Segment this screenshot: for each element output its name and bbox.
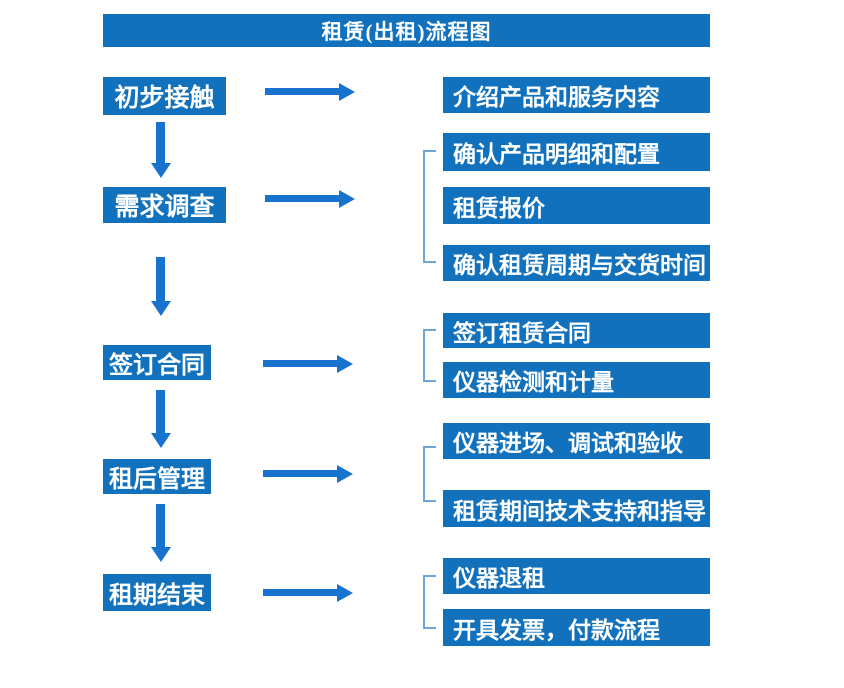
bracket-needs-survey-group: [423, 150, 436, 263]
output-introduce-products-services: 介绍产品和服务内容: [443, 77, 710, 113]
stage-rental-end: 租期结束: [103, 574, 211, 611]
output-instrument-return: 仪器退租: [443, 558, 710, 594]
right-arrow-icon-rental-end: [263, 589, 337, 596]
right-arrow-icon-needs-survey: [265, 195, 339, 202]
flowchart-title: 租赁(出租)流程图: [103, 14, 710, 47]
output-tech-support-guidance: 租赁期间技术支持和指导: [443, 490, 710, 527]
stage-needs-survey: 需求调查: [103, 187, 226, 223]
down-arrow-icon-1: [156, 122, 165, 163]
right-arrow-icon-initial-contact: [265, 88, 339, 95]
output-confirm-product-details: 确认产品明细和配置: [443, 133, 710, 171]
output-confirm-rental-period-delivery: 确认租赁周期与交货时间: [443, 245, 710, 281]
output-instrument-setup-acceptance: 仪器进场、调试和验收: [443, 423, 710, 459]
right-arrow-icon-post-rental: [263, 470, 337, 477]
output-instrument-testing-metering: 仪器检测和计量: [443, 362, 710, 398]
bracket-sign-contract-group: [423, 329, 436, 382]
stage-post-rental-management: 租后管理: [103, 459, 211, 494]
output-sign-rental-contract: 签订租赁合同: [443, 313, 710, 348]
stage-initial-contact: 初步接触: [103, 77, 226, 115]
bracket-post-rental-group: [423, 446, 436, 502]
down-arrow-icon-4: [156, 504, 165, 547]
output-rental-quotation: 租赁报价: [443, 187, 710, 224]
down-arrow-icon-2: [156, 257, 165, 301]
down-arrow-icon-3: [156, 390, 165, 433]
output-invoice-payment-process: 开具发票，付款流程: [443, 609, 710, 646]
right-arrow-icon-sign-contract: [263, 360, 337, 367]
bracket-rental-end-group: [423, 575, 436, 629]
stage-sign-contract: 签订合同: [103, 345, 211, 380]
